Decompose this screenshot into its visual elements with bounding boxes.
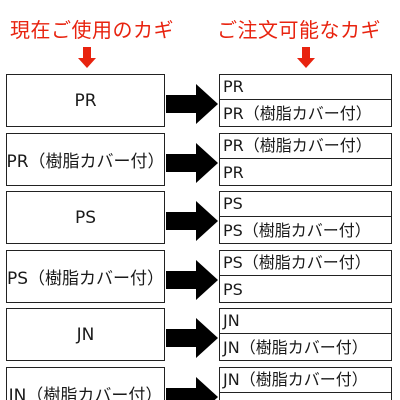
current-key-box: PS（樹脂カバー付）	[6, 250, 165, 303]
orderable-key-group: PS PS（樹脂カバー付）	[219, 191, 392, 244]
current-key-box: PS	[6, 191, 165, 244]
right-arrow-icon	[166, 260, 218, 300]
orderable-key-header: ご注文可能なカギ	[217, 18, 381, 42]
right-arrow-icon	[166, 143, 218, 183]
current-key-header: 現在ご使用のカギ	[10, 18, 174, 42]
orderable-key-option: JN（樹脂カバー付）	[220, 368, 391, 393]
orderable-key-option: PR（樹脂カバー付）	[223, 103, 372, 123]
orderable-key-option: JN	[220, 309, 391, 334]
orderable-key-option: JN	[220, 394, 391, 400]
orderable-key-option: PS	[220, 192, 391, 217]
current-key-box: JN（樹脂カバー付）	[6, 367, 165, 400]
orderable-key-group: JN（樹脂カバー付）JN	[219, 367, 392, 400]
orderable-key-group: PS（樹脂カバー付） PS	[219, 250, 392, 303]
current-key-box: PR（樹脂カバー付）	[6, 133, 165, 186]
right-arrow-icon	[166, 318, 218, 358]
current-key-box: JN	[6, 308, 165, 361]
key-row: PR（樹脂カバー付） PR（樹脂カバー付） PR	[0, 133, 400, 186]
right-arrow-icon	[166, 377, 218, 400]
orderable-key-option: PR	[223, 162, 244, 182]
key-row: JN JN JN（樹脂カバー付）	[0, 308, 400, 361]
orderable-key-group: JN JN（樹脂カバー付）	[219, 308, 392, 361]
key-row: PS（樹脂カバー付） PS（樹脂カバー付） PS	[0, 250, 400, 303]
orderable-key-option: PS	[223, 279, 243, 299]
orderable-key-option: JN（樹脂カバー付）	[223, 337, 368, 357]
current-key-box: PR	[6, 74, 165, 127]
orderable-key-option: PS（樹脂カバー付）	[220, 251, 391, 276]
orderable-key-group: PR PR（樹脂カバー付）	[219, 74, 392, 127]
key-row: PS PS PS（樹脂カバー付）	[0, 191, 400, 244]
key-row: JN（樹脂カバー付）JN（樹脂カバー付）JN	[0, 367, 400, 400]
right-arrow-icon	[166, 84, 218, 124]
orderable-key-option: PS（樹脂カバー付）	[223, 220, 371, 240]
orderable-key-option: PR	[220, 75, 391, 100]
orderable-key-option: PR（樹脂カバー付）	[220, 134, 391, 159]
right-arrow-icon	[166, 201, 218, 241]
key-row: PR PR PR（樹脂カバー付）	[0, 74, 400, 127]
orderable-key-group: PR（樹脂カバー付） PR	[219, 133, 392, 186]
